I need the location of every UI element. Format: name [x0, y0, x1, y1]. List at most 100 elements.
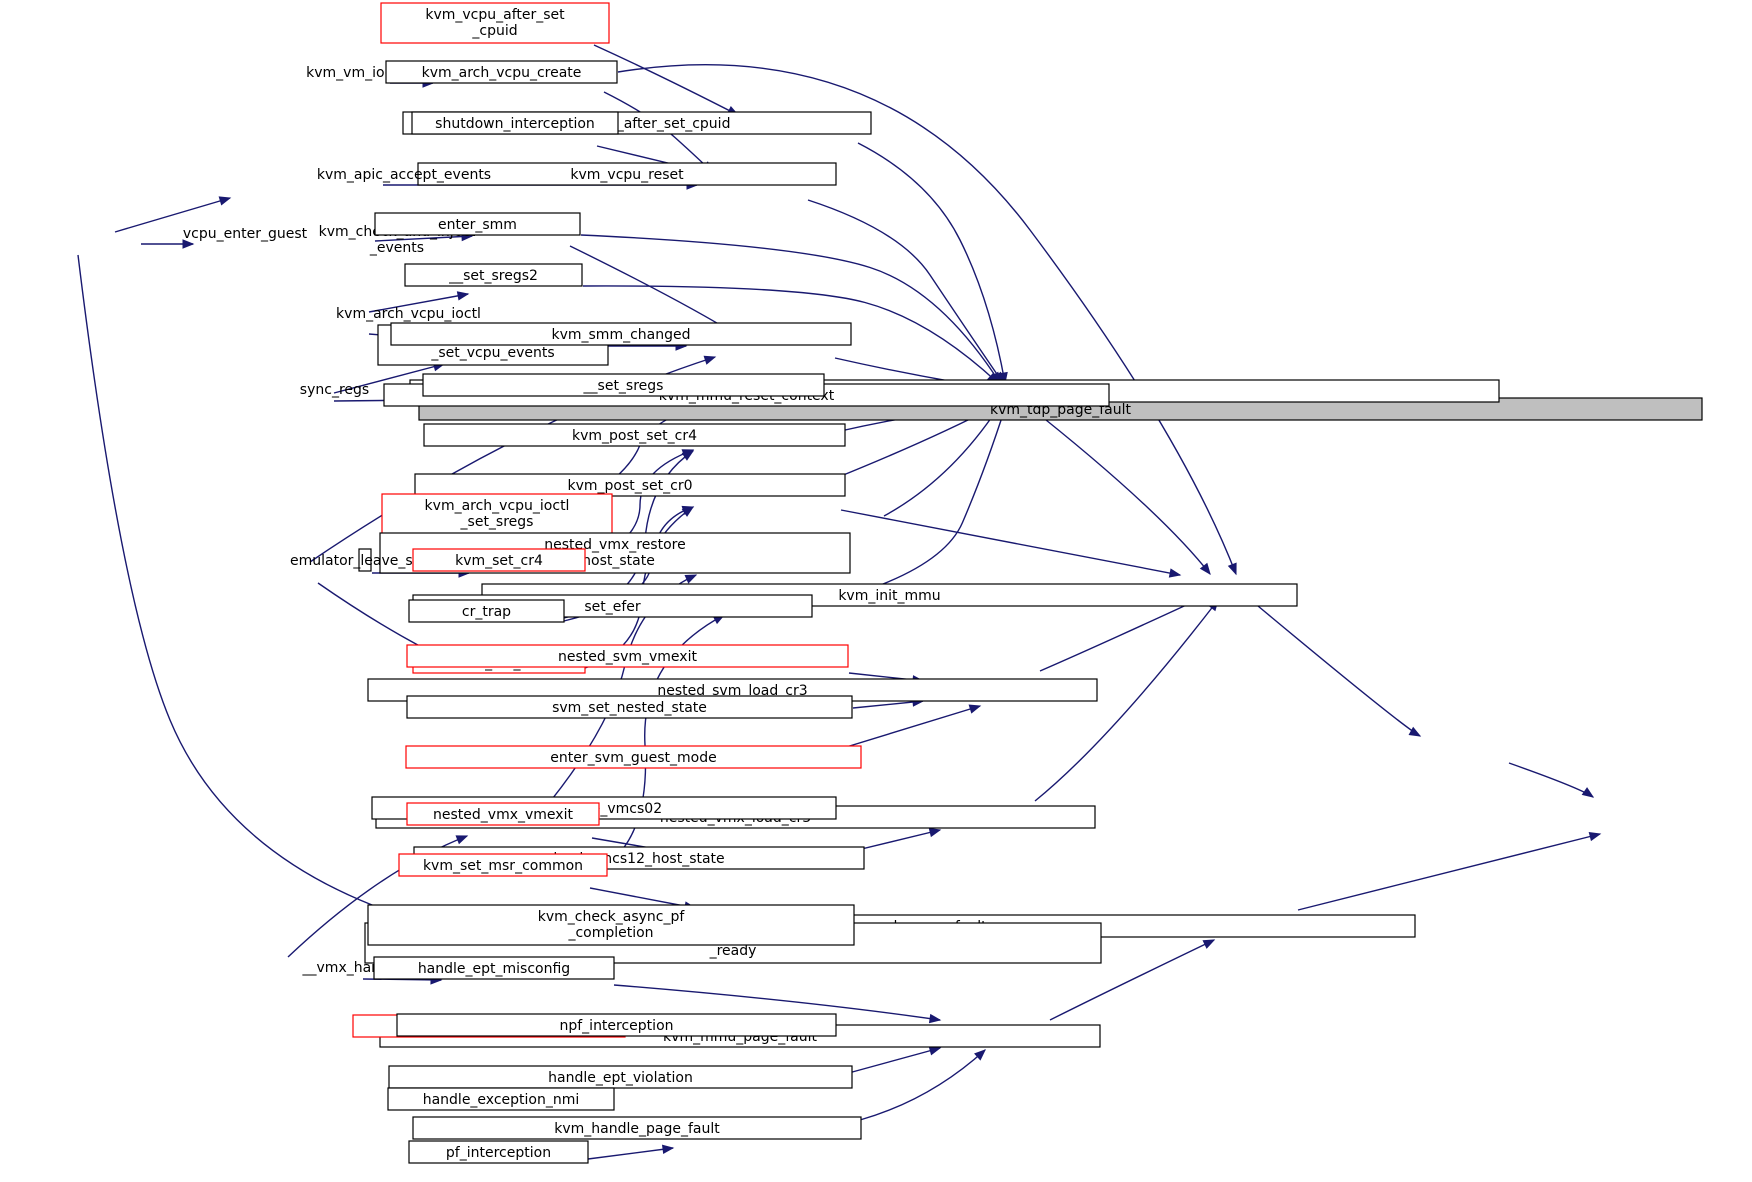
node-box: [380, 2, 610, 44]
node-kvm-smm-changed[interactable]: kvm_smm_changed: [390, 322, 852, 346]
node-kvm-set-cr4[interactable]: kvm_set_cr4: [412, 548, 586, 572]
node-label: _host_state: [574, 553, 655, 569]
node-box: [412, 1116, 862, 1140]
node-label: kvm_post_set_cr4: [572, 428, 697, 444]
node-label: _cpuid: [471, 23, 517, 39]
node-box: [408, 599, 565, 623]
edge-kvm-post-set-cr0-to-kvm-init-mmu: [840, 509, 1182, 578]
edge-kvm-vcpu-reset-to-kvm-mmu-reset-context: [807, 199, 1004, 385]
edge-vcpu-enter-guest-to-kvm-apic-accept-events: [114, 196, 232, 233]
node-label: kvm_set_cr4: [455, 553, 543, 569]
node-box: [408, 1140, 589, 1164]
node-label: kvm_vcpu_reset: [570, 167, 684, 183]
node-box: [390, 322, 852, 346]
node-label: enter_svm_guest_mode: [550, 750, 716, 766]
node-label: kvm_check_async_pf: [538, 909, 686, 925]
node-label: _events: [369, 240, 424, 256]
node-box: [381, 493, 613, 535]
node-kvm-check-async-pf-completion[interactable]: kvm_check_async_pf_completion: [367, 904, 855, 946]
node-cr-trap[interactable]: cr_trap: [408, 599, 565, 623]
node-npf-interception[interactable]: npf_interception: [396, 1013, 837, 1037]
node-box: [406, 802, 600, 826]
edge-kvm-arch-vcpu-ioctl-to---set-sregs2: [368, 291, 470, 313]
node-label: nested_vmx_vmexit: [433, 807, 573, 823]
edge-enter-smm-to-kvm-smm-changed: [569, 245, 739, 336]
node-label: cr_trap: [462, 604, 511, 620]
node-label: nested_svm_load_cr3: [657, 683, 807, 699]
node-kvm-arch-vcpu-create[interactable]: kvm_arch_vcpu_create: [385, 60, 618, 84]
edge-pf-interception-to-kvm-handle-page-fault: [587, 1144, 675, 1160]
node-box: [374, 212, 581, 236]
node-handle-exception-nmi[interactable]: handle_exception_nmi: [387, 1087, 615, 1111]
node-vcpu-enter-guest[interactable]: vcpu_enter_guest: [183, 226, 308, 242]
node-kvm-arch-vcpu-ioctl-set-sregs[interactable]: kvm_arch_vcpu_ioctl_set_sregs: [381, 493, 613, 535]
node-label: kvm_arch_vcpu_ioctl: [336, 306, 481, 322]
node-label: shutdown_interception: [435, 116, 595, 132]
node-box: [396, 1013, 837, 1037]
node-label: kvm_handle_page_fault: [554, 1121, 720, 1137]
node---set-sregs[interactable]: __set_sregs: [422, 373, 825, 397]
node-label: svm_set_nested_state: [552, 700, 707, 716]
node-box: [388, 1065, 853, 1089]
node-label: __set_sregs2: [448, 268, 538, 284]
node-label: pf_interception: [446, 1145, 551, 1161]
node-box: [414, 473, 846, 497]
node-kvm-arch-vcpu-ioctl[interactable]: kvm_arch_vcpu_ioctl: [336, 306, 481, 322]
edge-kvm-arch-vcpu-create-to-kvm-init-mmu: [617, 64, 1237, 576]
node-label: kvm_arch_vcpu_create: [422, 65, 582, 81]
node-label: __set_sregs: [583, 378, 664, 394]
node---set-sregs2[interactable]: __set_sregs2: [404, 263, 583, 287]
node-label: handle_exception_nmi: [423, 1092, 580, 1108]
edge-kvm-mmu-page-fault-to-kvm-mmu-do-page-fault: [1049, 939, 1216, 1021]
node-box: [387, 1087, 615, 1111]
node-label: enter_smm: [438, 217, 517, 233]
node-kvm-set-msr-common[interactable]: kvm_set_msr_common: [398, 853, 608, 877]
node-pf-interception[interactable]: pf_interception: [408, 1140, 589, 1164]
node-label: emulator_leave_smm: [290, 553, 440, 569]
node-svm-set-nested-state[interactable]: svm_set_nested_state: [406, 695, 853, 719]
node-kvm-post-set-cr0[interactable]: kvm_post_set_cr0: [414, 473, 846, 497]
edge-handle-ept-violation-to-kvm-mmu-page-fault: [844, 1046, 942, 1075]
node-handle-ept-violation[interactable]: handle_ept_violation: [388, 1065, 853, 1089]
node-box: [405, 745, 862, 769]
node-nested-svm-vmexit[interactable]: nested_svm_vmexit: [406, 644, 849, 668]
node-kvm-handle-page-fault[interactable]: kvm_handle_page_fault: [412, 1116, 862, 1140]
node-kvm-apic-accept-events[interactable]: kvm_apic_accept_events: [317, 167, 491, 183]
edge-init-kvm-tdp-mmu-to-kvm-tdp-page-fault: [1508, 762, 1595, 798]
node-enter-svm-guest-mode[interactable]: enter_svm_guest_mode: [405, 745, 862, 769]
edge-kvm-mmu-reset-context-to-kvm-init-mmu: [1025, 403, 1211, 576]
node-label: set_efer: [584, 599, 641, 615]
node-box: [412, 548, 586, 572]
node-kvm-vcpu-after-set-cpuid[interactable]: kvm_vcpu_after_set_cpuid: [380, 2, 610, 44]
node-shutdown-interception[interactable]: shutdown_interception: [411, 111, 619, 135]
edge---vmx-handle-exit-to-nested-vmx-vmexit: [287, 835, 469, 958]
edge-enter-smm-to-kvm-mmu-reset-context: [580, 234, 1001, 385]
node-nested-vmx-vmexit[interactable]: nested_vmx_vmexit: [406, 802, 600, 826]
edge-kvm-mmu-after-set-cpuid-to-kvm-mmu-reset-context: [857, 142, 1008, 385]
node-box: [358, 548, 372, 572]
node-box: [398, 853, 608, 877]
node-box: [422, 373, 825, 397]
node-box: [411, 111, 619, 135]
node-enter-smm[interactable]: enter_smm: [374, 212, 581, 236]
edge-enter-svm-guest-mode-to-nested-svm-load-cr3: [829, 704, 982, 753]
nodes-layer: kvm_tdp_page_faultinit_kvm_tdp_mmukvm_mm…: [183, 2, 1703, 1164]
node-label: kvm_init_mmu: [838, 588, 940, 604]
node-sync-regs[interactable]: sync_regs: [300, 382, 369, 398]
node-box: [385, 60, 618, 84]
node-label: kvm_smm_changed: [551, 327, 690, 343]
edge-nested-vmx-restore-host-state-to-kvm-mmu-reset-context: [883, 406, 999, 517]
node-box: [373, 956, 615, 980]
node-handle-ept-misconfig[interactable]: handle_ept_misconfig: [373, 956, 615, 980]
node-label: _set_sregs: [460, 514, 534, 530]
node-label: _set_vcpu_events: [430, 345, 554, 361]
node-kvm-vcpu-reset[interactable]: kvm_vcpu_reset: [417, 162, 837, 186]
node-box: [367, 904, 855, 946]
edge-kvm-handle-page-fault-to-kvm-mmu-page-fault: [859, 1049, 986, 1121]
node-box: [406, 695, 853, 719]
node-kvm-post-set-cr4[interactable]: kvm_post_set_cr4: [423, 423, 846, 447]
node-label: kvm_vcpu_after_set: [425, 7, 565, 23]
node-box: [404, 263, 583, 287]
node-emulator-leave-smm[interactable]: emulator_leave_smm: [290, 548, 440, 572]
node-label: kvm_apic_accept_events: [317, 167, 491, 183]
